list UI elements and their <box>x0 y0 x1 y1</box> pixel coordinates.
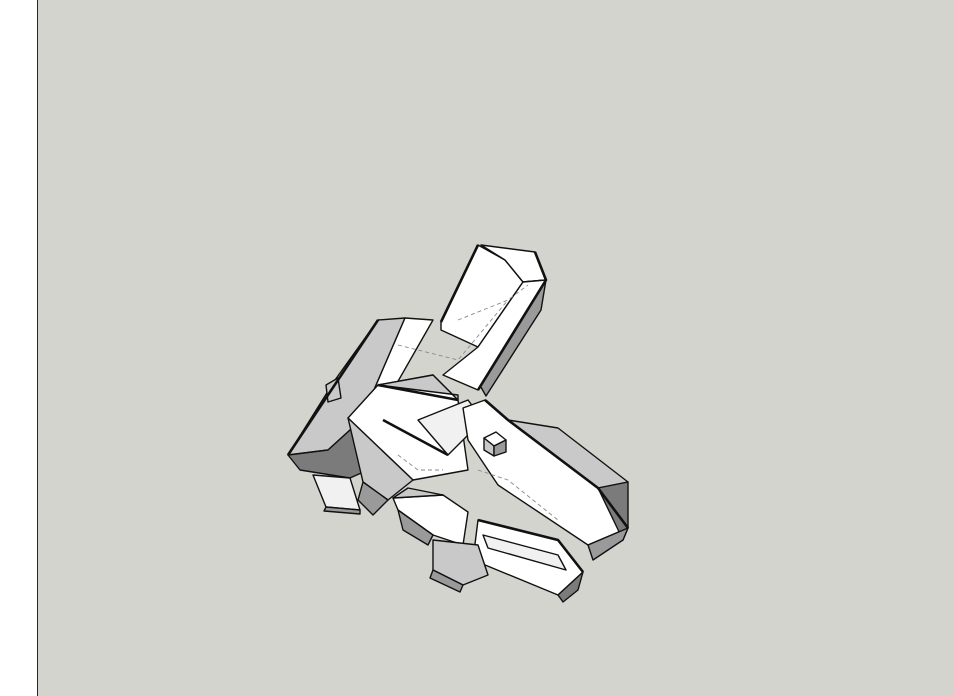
hidden-edge-1 <box>397 299 509 361</box>
east-wing-roof[interactable] <box>462 399 630 561</box>
east-wing-eave <box>484 399 630 529</box>
north-wing-roof[interactable] <box>439 244 548 397</box>
north-wing-eave <box>439 244 480 323</box>
west-wing-bay-sill <box>323 506 361 515</box>
garage-left-ridge <box>392 487 444 499</box>
hidden-edge-2 <box>397 454 443 471</box>
center-block-valley-line <box>382 418 449 457</box>
building-model[interactable] <box>286 244 630 603</box>
center-block-ridge-line <box>377 383 459 402</box>
garage-entry-face <box>432 539 489 586</box>
center-block-lower-wall <box>357 481 389 516</box>
3d-viewport[interactable] <box>37 0 954 696</box>
hidden-edge-3 <box>477 469 559 521</box>
north-wing-hidden-edge <box>457 284 529 321</box>
model-scene[interactable] <box>38 0 954 696</box>
chimney[interactable] <box>483 431 507 457</box>
garage-block-roof[interactable] <box>392 487 585 603</box>
chimney-right <box>493 439 507 457</box>
garage-eave <box>477 518 585 573</box>
garage-left-wall <box>397 509 434 546</box>
north-wing-main-face <box>442 279 547 391</box>
east-wing-lower-wall <box>587 527 629 561</box>
west-wing-eave <box>286 319 380 456</box>
garage-entry-wall <box>429 569 464 593</box>
garage-right-slope <box>482 534 567 571</box>
garage-right-wall <box>557 571 584 603</box>
north-wing-eave-right <box>476 251 548 391</box>
